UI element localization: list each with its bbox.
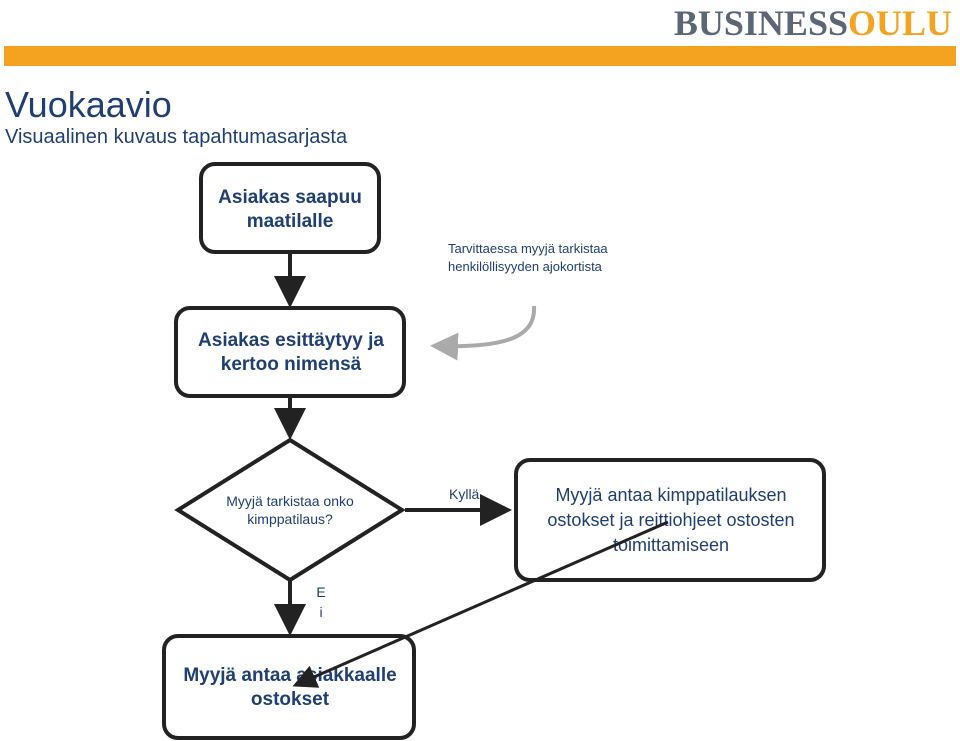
logo-part-oulu: OULU [847, 3, 952, 43]
introduce-node-box [174, 306, 406, 398]
header-accent-bar [4, 46, 956, 66]
decision-label: Myyjä tarkistaa onko kimppatilaus? [226, 493, 354, 527]
identity-check-note: Tarvittaessa myyjä tarkistaa henkilöllis… [448, 241, 608, 274]
page-subtitle: Visuaalinen kuvaus tapahtumasarjasta [5, 126, 348, 148]
logo-part-business: BUSINESS [673, 3, 848, 43]
introduce-node-label: Asiakas esittäytyy ja kertoo nimensä [198, 330, 384, 375]
no-node-label: Myyjä antaa asiakkaalle ostokset [183, 665, 397, 710]
start-node-box [199, 162, 381, 254]
no-branch-label: E i [316, 584, 326, 620]
yes-branch-label: Kyllä [449, 486, 480, 502]
business-oulu-logo: BUSINESSOULU [674, 2, 952, 44]
note-pointer-arrow [430, 305, 537, 361]
start-node-label: Asiakas saapuu maatilalle [218, 187, 362, 232]
yes-node-label: Myyjä antaa kimppatilauksen ostokset ja … [547, 484, 795, 555]
page-title: Vuokaavio [5, 84, 172, 125]
